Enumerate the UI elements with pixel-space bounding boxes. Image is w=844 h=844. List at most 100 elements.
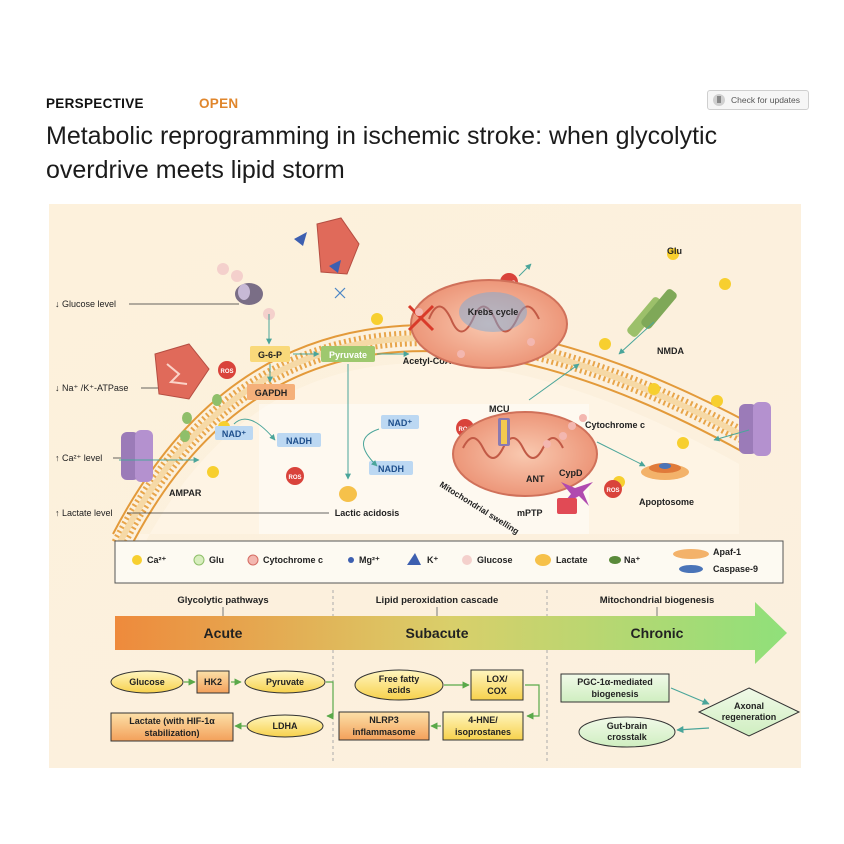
flow-ffa-line1: Free fatty [379, 674, 420, 684]
nad-box-2 [381, 415, 419, 429]
flow-nlrp3-line1: NLRP3 [369, 715, 399, 725]
na-k-atpase-detail [166, 363, 188, 385]
calcium-ion [599, 338, 611, 350]
cypd-label: CypD [559, 468, 583, 478]
flow-ffa-line2: acids [387, 685, 410, 695]
lactic-acidosis-label: Lactic acidosis [335, 508, 400, 518]
flow-pgc-line2: biogenesis [591, 689, 638, 699]
flow-gut-line1: Gut-brain [607, 721, 648, 731]
calcium-ion [719, 278, 731, 290]
g6p-label: G-6-P [258, 350, 282, 360]
apoptosome-label: Apoptosome [639, 497, 694, 507]
check-updates-button[interactable]: Check for updates [707, 90, 809, 110]
legend-cytochrome-c: Cytochrome c [263, 555, 323, 565]
glu-molecule [180, 430, 190, 442]
nmda-label: NMDA [657, 346, 684, 356]
gapdh-label: GAPDH [255, 388, 288, 398]
phase-acute: Acute [204, 625, 243, 641]
open-access-badge: OPEN [199, 96, 239, 111]
flow-glucose: Glucose [129, 677, 165, 687]
cell-membrane [111, 324, 756, 555]
flow-hne-line1: 4-HNE/ [468, 715, 498, 725]
nadh-label-2: NADH [378, 464, 404, 474]
flow-pgc-line1: PGC-1α-mediated [577, 677, 653, 687]
flow-lactate-line1: Lactate (with HIF-1α [129, 716, 215, 726]
glu-molecule [212, 394, 222, 406]
calcium-ion [711, 395, 723, 407]
glu-molecule [182, 412, 192, 424]
flow-gut-line2: crosstalk [607, 732, 648, 742]
membrane-channel-right [739, 404, 757, 454]
glucose-transporter-core [238, 284, 250, 300]
legend-lactate: Lactate [556, 555, 588, 565]
pyruvate-label: Pyruvate [329, 350, 367, 360]
pyruvate-box [321, 346, 375, 362]
check-updates-label: Check for updates [731, 95, 800, 105]
na-k-atpase [154, 343, 210, 400]
flow-lox-line1: LOX/ [486, 674, 508, 684]
legend-box [114, 540, 784, 584]
cytoplasm [139, 362, 739, 554]
calcium-ion [667, 248, 679, 260]
glucose-molecule [217, 263, 229, 275]
phase-subacute: Subacute [405, 625, 468, 641]
lactate-droplet [339, 486, 357, 502]
krebs-cycle-label: Krebs cycle [468, 307, 519, 317]
nmda-receptor [641, 289, 677, 329]
flow-axonal-line1: Axonal [734, 701, 764, 711]
flow-pyruvate: Pyruvate [266, 677, 304, 687]
chronic-flow: PGC-1α-mediated biogenesis Axonal regene… [560, 673, 801, 748]
phase-chronic: Chronic [631, 625, 684, 641]
legend-k: K⁺ [427, 555, 438, 565]
membrane-channel-top [316, 217, 360, 275]
ampar-receptor [121, 432, 139, 480]
flow-hne-line2: isoprostanes [455, 727, 511, 737]
mcu-label: MCU [489, 404, 510, 414]
flow-nlrp3-line2: inflammasome [352, 727, 415, 737]
mptp-label: mPTP [517, 508, 543, 518]
graphical-abstract-figure: ↓ Glucose level ↓ Na⁺ /K⁺-ATPase ↑ Ca²⁺ … [49, 204, 801, 768]
legend-mg: Mg²⁺ [359, 555, 380, 565]
nadh-box-2 [369, 461, 413, 475]
legend-items: Ca²⁺ Glu Cytochrome c Mg²⁺ K⁺ Glucose La… [132, 547, 758, 574]
legend-caspase: Caspase-9 [713, 564, 758, 574]
calcium-ion [207, 466, 219, 478]
glucose-molecule [231, 270, 243, 282]
nadh-label-1: NADH [286, 436, 312, 446]
phase-caption-mito: Mitochondrial biogenesis [600, 595, 715, 606]
lactate-level-label: ↑ Lactate level [55, 508, 113, 518]
acetyl-coa-label: Acetyl-CoA [403, 356, 452, 366]
subacute-flow: Free fatty acids LOX/ COX 4-HNE/ isopros… [338, 669, 540, 741]
timeline-arrow [115, 602, 787, 664]
flow-hk2: HK2 [204, 677, 222, 687]
potassium-triangle [294, 232, 307, 246]
flow-lactate-line2: stabilization) [144, 728, 199, 738]
ampar-receptor [135, 430, 153, 482]
calcium-ion [677, 437, 689, 449]
inhibition-x-icon [407, 304, 435, 332]
atpase-label: ↓ Na⁺ /K⁺-ATPase [55, 383, 128, 393]
legend-glucose: Glucose [477, 555, 513, 565]
calcium-ion [371, 313, 383, 325]
article-type: PERSPECTIVE [46, 96, 144, 111]
legend-ca: Ca²⁺ [147, 555, 167, 565]
svg-text:ROS: ROS [220, 369, 233, 375]
acute-flow: Glucose HK2 Pyruvate LDHA Lactate (with … [110, 670, 334, 742]
nad-label-2: NAD⁺ [388, 418, 412, 428]
article-title: Metabolic reprogramming in ischemic stro… [46, 122, 718, 184]
phase-caption-lipid: Lipid peroxidation cascade [376, 595, 498, 606]
krebs-cycle-ring [459, 292, 527, 332]
calcium-ion [648, 383, 660, 395]
flow-axonal-line2: regeneration [722, 712, 777, 722]
g6p-box [250, 346, 290, 362]
svg-text:ROS: ROS [288, 475, 301, 481]
membrane-channel-right [753, 402, 771, 456]
mptp-pore [557, 498, 577, 514]
legend-apaf: Apaf-1 [713, 547, 741, 557]
figure-svg: ↓ Glucose level ↓ Na⁺ /K⁺-ATPase ↑ Ca²⁺ … [49, 204, 801, 768]
ampar-label: AMPAR [169, 488, 202, 498]
ant-label: ANT [526, 474, 545, 484]
phase-caption-glycolytic: Glycolytic pathways [177, 595, 268, 606]
calcium-level-label: ↑ Ca²⁺ level [55, 453, 102, 463]
legend-na: Na⁺ [624, 555, 641, 565]
